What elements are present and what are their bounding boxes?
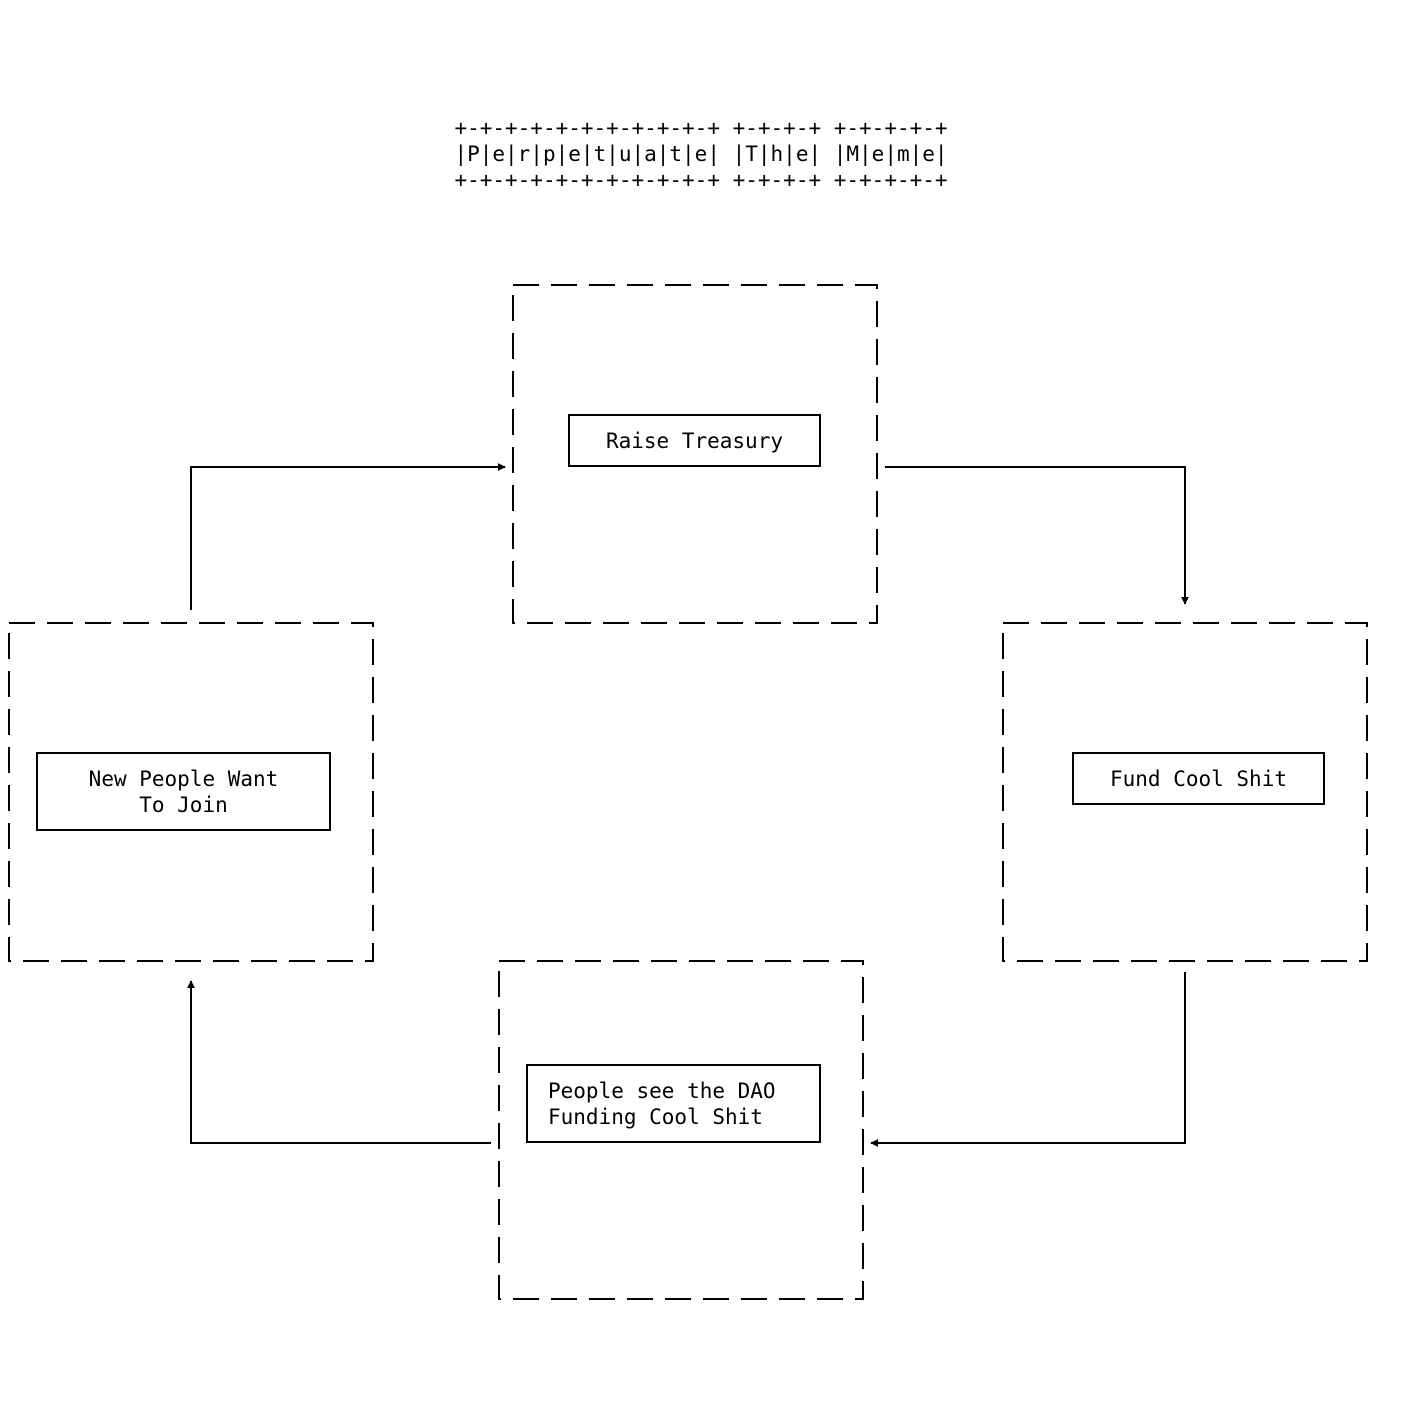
edge-raise-treasury-to-fund-cool-shit [885, 466, 1189, 605]
title-text: |P|e|r|p|e|t|u|a|t|e| |T|h|e| |M|e|m|e| [454, 142, 948, 166]
title-border-bottom: +-+-+-+-+-+-+-+-+-+-+ +-+-+-+ +-+-+-+-+ [454, 168, 948, 192]
edge-fund-cool-shit-to-people-see-dao [870, 972, 1186, 1147]
node-raise-treasury: Raise Treasury [568, 414, 821, 467]
edge-new-people-to-raise-treasury [190, 463, 506, 610]
node-people-see-dao: People see the DAO Funding Cool Shit [526, 1064, 821, 1143]
node-new-people-want-to-join: New People Want To Join [36, 752, 331, 831]
title-border-top: +-+-+-+-+-+-+-+-+-+-+ +-+-+-+ +-+-+-+-+ [454, 116, 948, 140]
group-box-people-see-dao [498, 960, 864, 1300]
node-fund-cool-shit: Fund Cool Shit [1072, 752, 1325, 805]
group-box-new-people [8, 622, 374, 962]
group-box-raise-treasury [512, 284, 878, 624]
group-box-fund-cool-shit [1002, 622, 1368, 962]
edge-people-see-dao-to-new-people [187, 980, 491, 1144]
